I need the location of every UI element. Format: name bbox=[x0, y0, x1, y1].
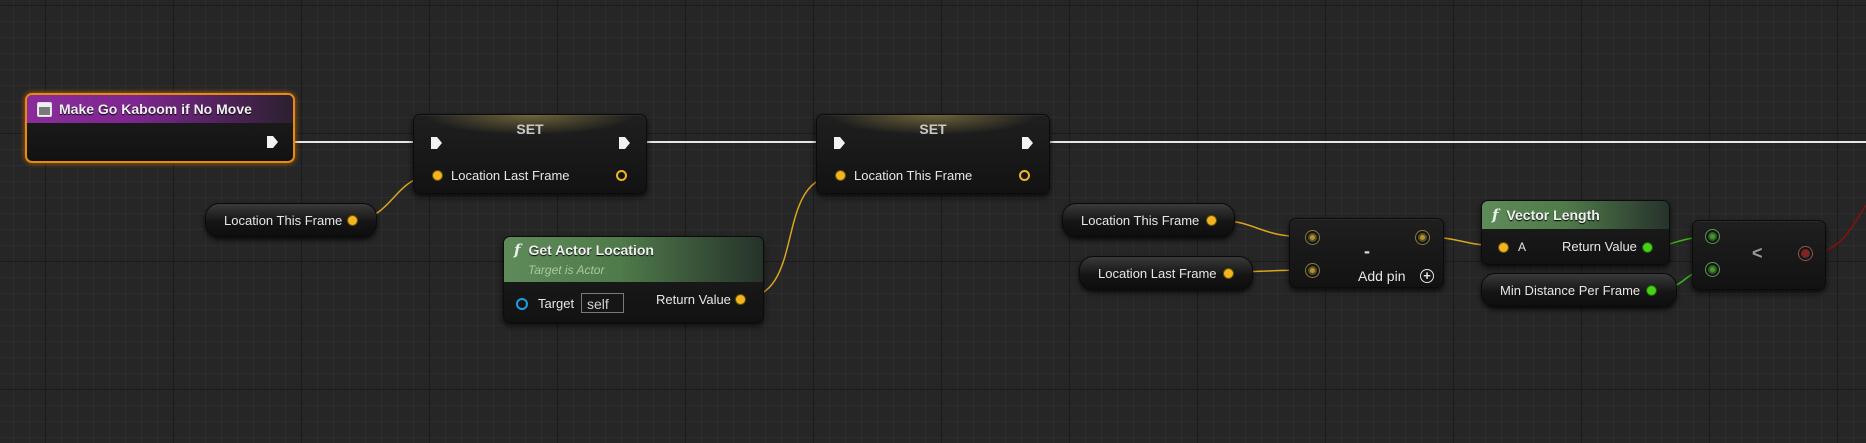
event-icon bbox=[37, 101, 52, 117]
float-output-pin[interactable] bbox=[1642, 242, 1653, 253]
set-variable-label: Location Last Frame bbox=[451, 168, 570, 183]
subtract-vector-node[interactable]: - Add pin + bbox=[1289, 218, 1444, 288]
set-node-title: SET bbox=[414, 115, 646, 143]
variable-getter-location-last-frame[interactable]: Location Last Frame bbox=[1079, 256, 1253, 290]
variable-label: Location Last Frame bbox=[1098, 266, 1217, 281]
set-node-title: SET bbox=[817, 115, 1049, 143]
exec-output-pin[interactable] bbox=[618, 136, 631, 150]
function-node-get-actor-location[interactable]: f Get Actor Location Target is Actor Targ… bbox=[503, 236, 764, 323]
vector-input-pin[interactable] bbox=[432, 170, 443, 181]
vector-input-pin-a[interactable] bbox=[1308, 233, 1317, 242]
function-node-header: f Get Actor Location Target is Actor bbox=[504, 237, 763, 282]
exec-output-pin[interactable] bbox=[266, 135, 279, 149]
vector-output-pin[interactable] bbox=[735, 294, 746, 305]
add-pin-icon[interactable]: + bbox=[1420, 269, 1434, 283]
vector-output-pin[interactable] bbox=[1019, 170, 1030, 181]
return-value-label: Return Value bbox=[656, 292, 731, 307]
variable-getter-min-distance-per-frame[interactable]: Min Distance Per Frame bbox=[1481, 273, 1677, 307]
vector-input-pin-b[interactable] bbox=[1308, 266, 1317, 275]
variable-label: Min Distance Per Frame bbox=[1500, 283, 1641, 298]
return-value-label: Return Value bbox=[1562, 239, 1637, 254]
function-node-header: f Vector Length bbox=[1482, 201, 1669, 229]
float-input-pin-b[interactable] bbox=[1708, 265, 1717, 274]
variable-label: Location This Frame bbox=[224, 213, 343, 228]
exec-output-pin[interactable] bbox=[1021, 136, 1034, 150]
function-icon: f bbox=[514, 241, 521, 259]
vector-output-pin[interactable] bbox=[347, 215, 358, 226]
subtract-operator: - bbox=[1364, 241, 1370, 261]
target-self-field[interactable]: self bbox=[581, 293, 624, 313]
less-than-operator: < bbox=[1752, 243, 1763, 263]
event-node-header: Make Go Kaboom if No Move bbox=[27, 95, 293, 123]
set-node-location-this-frame[interactable]: SET Location This Frame bbox=[816, 114, 1050, 194]
function-title: Get Actor Location bbox=[528, 242, 654, 258]
compare-less-than-node[interactable]: < bbox=[1692, 220, 1826, 290]
function-node-vector-length[interactable]: f Vector Length A Return Value bbox=[1481, 200, 1670, 265]
target-label: Target bbox=[538, 296, 575, 311]
input-a-label: A bbox=[1518, 240, 1527, 254]
float-input-pin-a[interactable] bbox=[1708, 232, 1717, 241]
vector-output-pin[interactable] bbox=[1418, 233, 1427, 242]
variable-label: Location This Frame bbox=[1081, 213, 1200, 228]
exec-input-pin[interactable] bbox=[833, 136, 846, 150]
event-node-make-go-kaboom[interactable]: Make Go Kaboom if No Move bbox=[25, 93, 295, 163]
vector-input-pin[interactable] bbox=[835, 170, 846, 181]
function-title: Vector Length bbox=[1506, 207, 1600, 223]
vector-output-pin[interactable] bbox=[616, 170, 627, 181]
set-node-location-last-frame[interactable]: SET Location Last Frame bbox=[413, 114, 647, 194]
vector-output-pin[interactable] bbox=[1223, 268, 1234, 279]
vector-input-pin-a[interactable] bbox=[1498, 242, 1509, 253]
function-subtitle: Target is Actor bbox=[528, 263, 605, 277]
event-node-title: Make Go Kaboom if No Move bbox=[59, 101, 252, 117]
add-pin-label[interactable]: Add pin bbox=[1358, 268, 1406, 284]
function-icon: f bbox=[1492, 206, 1499, 224]
float-output-pin[interactable] bbox=[1646, 285, 1657, 296]
set-variable-label: Location This Frame bbox=[854, 168, 973, 183]
variable-getter-location-this-frame[interactable]: Location This Frame bbox=[1062, 203, 1235, 237]
variable-getter-location-this-frame[interactable]: Location This Frame bbox=[205, 203, 377, 237]
object-input-pin[interactable] bbox=[516, 298, 528, 310]
exec-input-pin[interactable] bbox=[430, 136, 443, 150]
vector-output-pin[interactable] bbox=[1206, 215, 1217, 226]
bool-output-pin[interactable] bbox=[1801, 249, 1810, 258]
